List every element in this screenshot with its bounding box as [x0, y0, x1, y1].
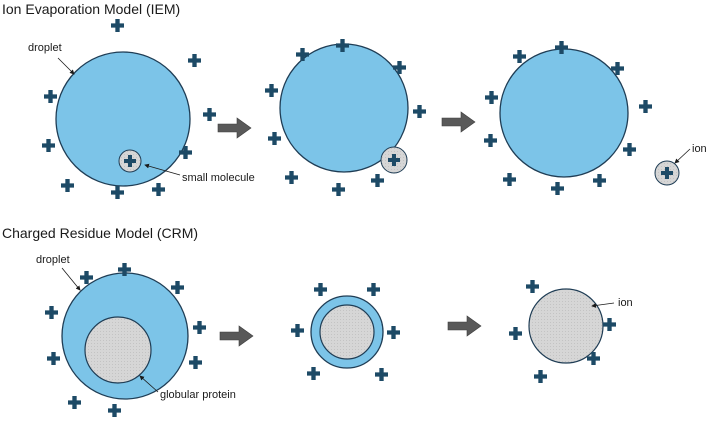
globular-protein-label: globular protein — [160, 389, 236, 401]
right-arrow-icon — [441, 111, 476, 133]
protein-pointer — [139, 375, 159, 393]
ion-pointer — [674, 148, 691, 164]
plus-charge-icon — [265, 84, 278, 97]
small-molecule-label: small molecule — [182, 172, 255, 184]
plus-charge-icon — [603, 318, 616, 331]
plus-charge-icon — [203, 108, 216, 121]
plus-charge-icon — [44, 90, 57, 103]
iem-droplet-label: droplet — [28, 42, 62, 54]
plus-charge-icon — [485, 91, 498, 104]
droplet-pointer — [57, 57, 75, 75]
plus-charge-icon — [61, 179, 74, 192]
plus-charge-icon — [47, 352, 60, 365]
plus-charge-icon — [639, 100, 652, 113]
plus-charge-icon — [193, 321, 206, 334]
plus-charge-icon — [484, 134, 497, 147]
right-arrow-icon — [217, 117, 252, 139]
plus-charge-icon — [80, 271, 93, 284]
plus-charge-icon — [285, 171, 298, 184]
plus-charge-icon — [534, 370, 547, 383]
plus-charge-icon — [68, 396, 81, 409]
plus-charge-icon — [513, 50, 526, 63]
iem-droplet-3 — [499, 48, 629, 178]
iem-ion-label: ion — [692, 143, 707, 155]
right-arrow-icon — [447, 315, 482, 337]
plus-charge-icon — [111, 19, 124, 32]
plus-charge-icon — [291, 324, 304, 337]
plus-charge-icon — [332, 183, 345, 196]
crm-shrinking-protein — [319, 304, 375, 360]
ion-pointer — [591, 302, 615, 308]
iem-free-ion — [654, 160, 680, 186]
iem-droplet-1 — [55, 51, 191, 187]
iem-small-molecule — [118, 149, 142, 173]
plus-charge-icon — [503, 173, 516, 186]
droplet-pointer — [61, 267, 81, 291]
plus-charge-icon — [188, 54, 201, 67]
plus-charge-icon — [152, 183, 165, 196]
crm-title: Charged Residue Model (CRM) — [2, 225, 198, 241]
plus-charge-icon — [189, 356, 202, 369]
crm-ion-label: ion — [618, 297, 633, 309]
plus-charge-icon — [413, 105, 426, 118]
plus-charge-icon — [268, 132, 281, 145]
plus-charge-icon — [307, 367, 320, 380]
plus-charge-icon — [45, 306, 58, 319]
crm-globular-protein — [84, 316, 152, 384]
plus-charge-icon — [387, 326, 400, 339]
plus-charge-icon — [551, 182, 564, 195]
plus-charge-icon — [526, 280, 539, 293]
plus-charge-icon — [375, 368, 388, 381]
small-molecule-pointer — [144, 163, 181, 176]
plus-charge-icon — [171, 281, 184, 294]
right-arrow-icon — [219, 325, 254, 347]
iem-evaporating-ion — [380, 146, 408, 174]
plus-charge-icon — [367, 283, 380, 296]
plus-charge-icon — [42, 139, 55, 152]
plus-charge-icon — [371, 174, 384, 187]
crm-droplet-label: droplet — [36, 254, 70, 266]
plus-charge-icon — [509, 327, 522, 340]
plus-charge-icon — [593, 174, 606, 187]
plus-charge-icon — [108, 404, 121, 417]
plus-charge-icon — [623, 143, 636, 156]
plus-charge-icon — [111, 186, 124, 199]
iem-title: Ion Evaporation Model (IEM) — [2, 1, 180, 17]
plus-charge-icon — [314, 283, 327, 296]
crm-final-ion — [528, 288, 604, 364]
